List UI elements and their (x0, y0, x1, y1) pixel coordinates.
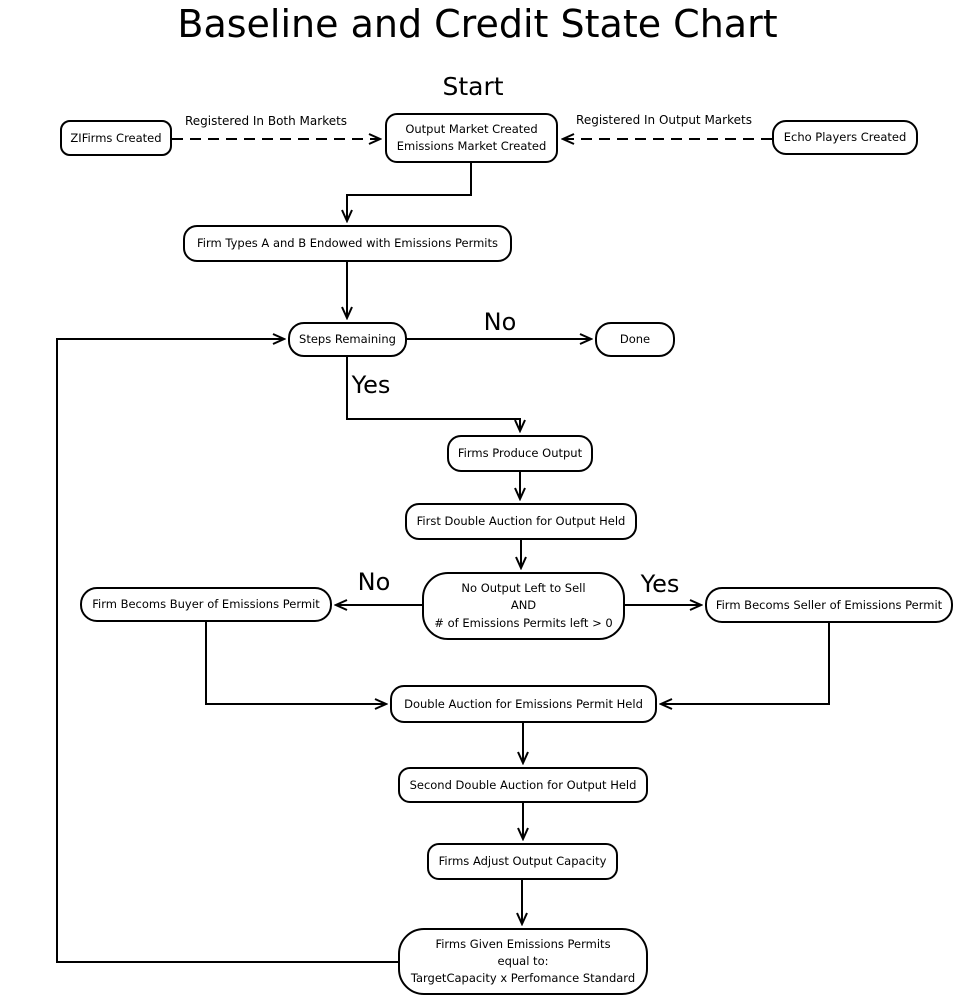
node-firm-seller-emissions-permit: Firm Becoms Seller of Emissions Permit (705, 587, 953, 623)
node-echo-players-created: Echo Players Created (772, 120, 918, 155)
node-zifirms-created: ZIFirms Created (60, 120, 172, 156)
node-label: Second Double Auction for Output Held (409, 777, 637, 792)
node-label: Output Market Created Emissions Market C… (396, 122, 547, 153)
node-label: First Double Auction for Output Held (416, 514, 626, 529)
node-label: ZIFirms Created (70, 130, 162, 145)
edge-label-decision-no: No (357, 568, 391, 596)
node-firm-buyer-emissions-permit: Firm Becoms Buyer of Emissions Permit (80, 587, 332, 622)
node-steps-remaining: Steps Remaining (288, 322, 407, 357)
node-label: Firms Adjust Output Capacity (438, 854, 607, 869)
node-label: No Output Left to Sell AND # of Emission… (434, 581, 613, 630)
node-first-double-auction-output: First Double Auction for Output Held (405, 503, 637, 540)
edge-buyer-to-emissions-auction (205, 622, 386, 704)
node-label: Echo Players Created (783, 130, 907, 145)
node-done: Done (595, 322, 675, 357)
node-double-auction-emissions-permit: Double Auction for Emissions Permit Held (390, 685, 657, 723)
node-firms-given-emissions-permits: Firms Given Emissions Permits equal to: … (398, 928, 648, 995)
edge-label-steps-no: No (483, 308, 517, 336)
edge-permits-loop-to-steps (56, 339, 398, 963)
node-label: Double Auction for Emissions Permit Held (404, 696, 643, 711)
page-title: Baseline and Credit State Chart (177, 2, 778, 46)
node-label: Done (619, 332, 651, 347)
edge-market-to-firm-types (347, 163, 472, 221)
edge-label-decision-yes: Yes (640, 570, 680, 598)
edge-label-registered-both: Registered In Both Markets (184, 114, 348, 128)
edge-seller-to-emissions-auction (661, 623, 830, 704)
edge-label-steps-yes: Yes (351, 371, 391, 399)
node-label: Steps Remaining (299, 332, 396, 347)
edge-label-registered-output: Registered In Output Markets (576, 113, 752, 127)
node-label: Firms Produce Output (457, 446, 583, 461)
node-label: Firms Given Emissions Permits equal to: … (410, 936, 636, 986)
node-firms-adjust-output-capacity: Firms Adjust Output Capacity (427, 843, 618, 880)
node-label: Firm Becoms Buyer of Emissions Permit (92, 597, 320, 612)
start-label: Start (442, 72, 504, 101)
node-no-output-left-decision: No Output Left to Sell AND # of Emission… (422, 572, 625, 640)
node-output-emissions-market-created: Output Market Created Emissions Market C… (385, 113, 558, 163)
edge-steps-yes-to-produce (346, 357, 520, 431)
node-label: Firm Types A and B Endowed with Emission… (197, 236, 498, 251)
node-firm-types-endowed: Firm Types A and B Endowed with Emission… (183, 225, 512, 262)
node-label: Firm Becoms Seller of Emissions Permit (715, 597, 943, 612)
node-firms-produce-output: Firms Produce Output (447, 435, 593, 472)
node-second-double-auction-output: Second Double Auction for Output Held (398, 767, 648, 803)
